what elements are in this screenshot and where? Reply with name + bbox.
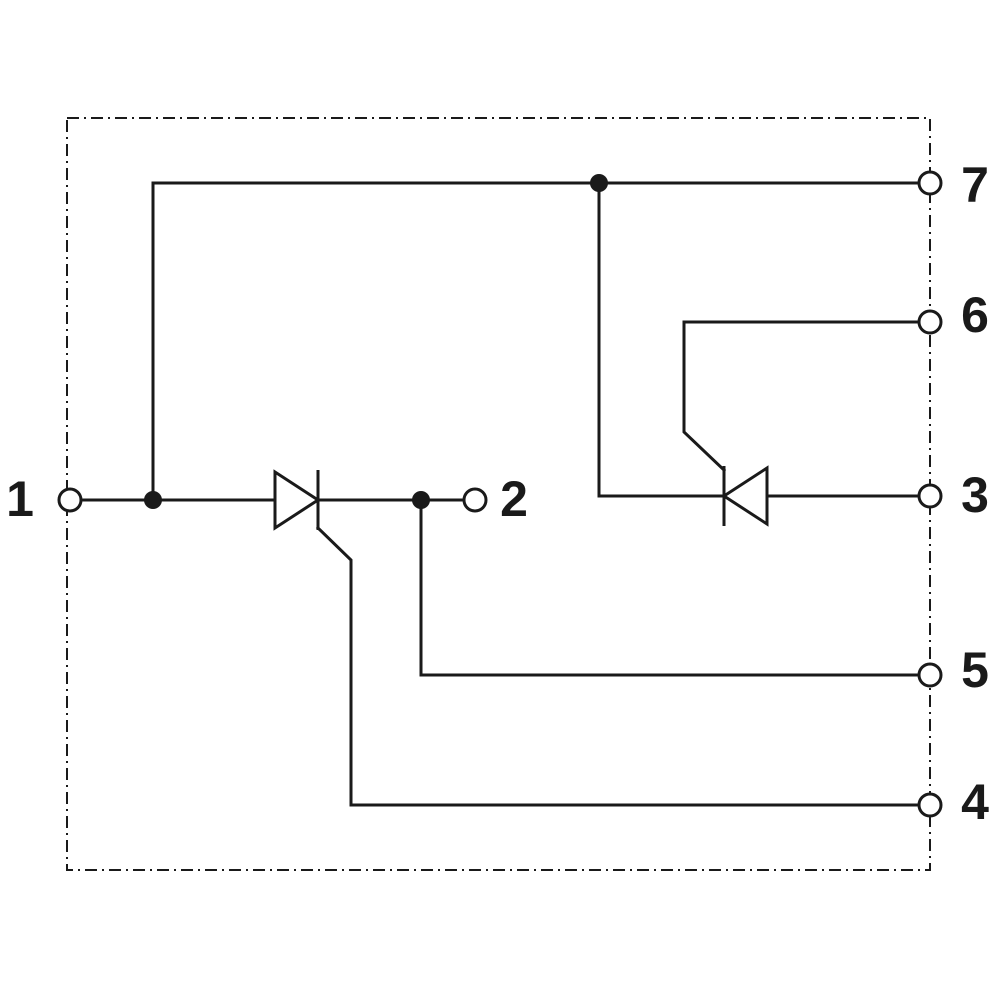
wire-node-to-t5	[419, 498, 920, 677]
terminal-2	[462, 487, 488, 513]
thyristor-1-triangle	[273, 469, 321, 531]
thyristor-1	[273, 469, 321, 531]
thyristor-2	[721, 465, 769, 527]
terminal-6	[917, 309, 943, 335]
pin-label-3: 3	[961, 467, 989, 523]
wire-bus-to-thyristor2	[597, 181, 724, 498]
junction-node-left	[144, 491, 162, 509]
pin-label-5: 5	[961, 642, 989, 698]
thyristor-2-triangle	[721, 465, 769, 527]
pin-label-1: 1	[6, 471, 34, 527]
terminal-5	[917, 662, 943, 688]
junctions	[144, 174, 608, 509]
junction-node-middle	[412, 491, 430, 509]
terminal-1	[57, 487, 83, 513]
wire-gate2-to-t6	[682, 320, 920, 473]
terminal-4	[917, 792, 943, 818]
wires	[80, 181, 920, 807]
wire-top-bus-to-t7	[151, 181, 920, 502]
terminal-7	[917, 170, 943, 196]
terminal-3	[917, 483, 943, 509]
pin-label-6: 6	[961, 287, 989, 343]
junction-node-top	[590, 174, 608, 192]
package-outline	[66, 117, 931, 871]
terminals	[57, 170, 943, 818]
pin-label-7: 7	[961, 157, 989, 213]
wire-gate1-to-t4	[315, 525, 920, 807]
pin-label-2: 2	[500, 471, 528, 527]
pin-label-4: 4	[961, 774, 989, 830]
